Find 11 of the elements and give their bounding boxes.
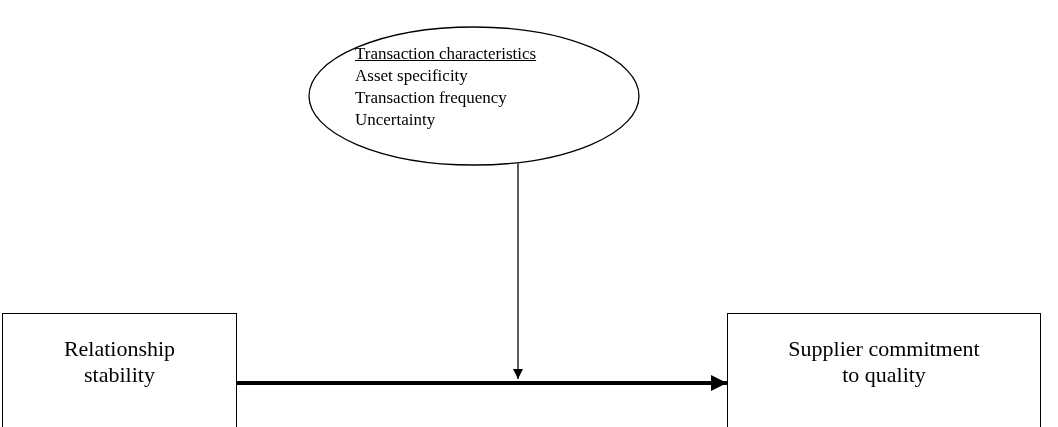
rectangle-node (727, 313, 1041, 427)
arrow (237, 375, 727, 391)
ellipse-node (308, 26, 640, 166)
arrow (513, 162, 523, 380)
rectangle-node (2, 313, 237, 427)
list-item: Uncertainty (355, 109, 436, 131)
heading-text: Transaction characteristics (355, 43, 537, 65)
node-label: Relationship stability (63, 336, 176, 387)
node-label: Supplier commitment to quality (788, 336, 980, 387)
list-item: Transaction frequency (355, 87, 507, 109)
list-item: Asset specificity (355, 65, 468, 87)
